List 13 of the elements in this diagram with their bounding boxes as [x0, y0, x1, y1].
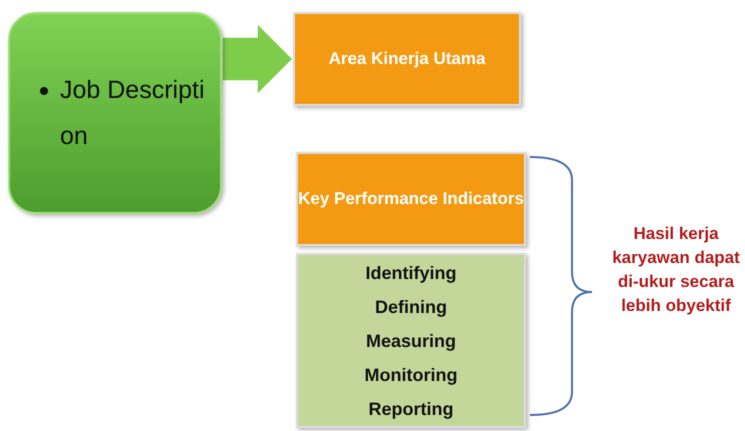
process-box [296, 253, 526, 428]
box-text: Key Performance Indicators [298, 188, 524, 210]
process-box [296, 152, 526, 246]
box-text: Measuring [366, 330, 456, 353]
process-box [293, 12, 521, 106]
box-text: Identifying [366, 262, 456, 285]
box-text: Reporting [368, 398, 454, 421]
box-text: Defining [375, 296, 447, 319]
job-description-box [8, 12, 222, 214]
bullet-text: Job Description [10, 67, 210, 159]
note-text: Hasil kerja karyawan dapat di-ukur secara lebih obyektif [612, 223, 740, 317]
box-text: Monitoring [364, 364, 458, 387]
box-text: Area Kinerja Utama [328, 48, 486, 70]
